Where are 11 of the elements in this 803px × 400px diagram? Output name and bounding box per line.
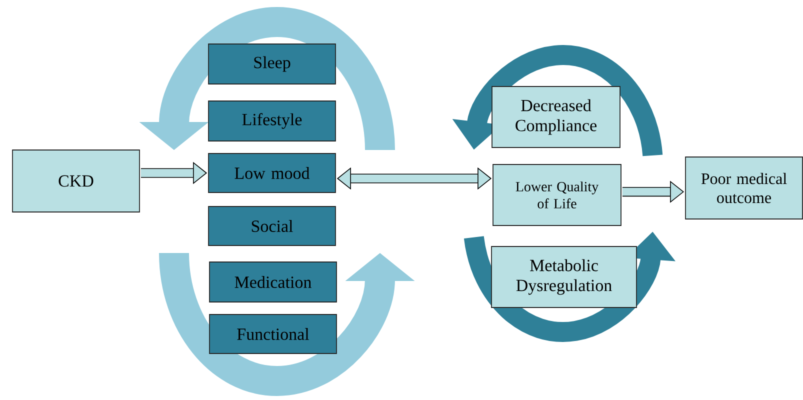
factor-box: Functional	[209, 314, 337, 354]
factor-box: Lifestyle	[208, 100, 336, 142]
factor-box: Low mood	[208, 153, 336, 193]
label-box: Metabolic Dysregulation	[491, 246, 637, 308]
label-box: Lower Quality of Life	[492, 164, 622, 226]
factor-box: Sleep	[208, 44, 336, 84]
label-box: Poor medical outcome	[685, 156, 803, 220]
label-box: Decreased Compliance	[492, 86, 620, 148]
factor-box: Social	[208, 206, 336, 246]
factor-box: Medication	[209, 262, 337, 302]
label-box: CKD	[12, 150, 140, 212]
